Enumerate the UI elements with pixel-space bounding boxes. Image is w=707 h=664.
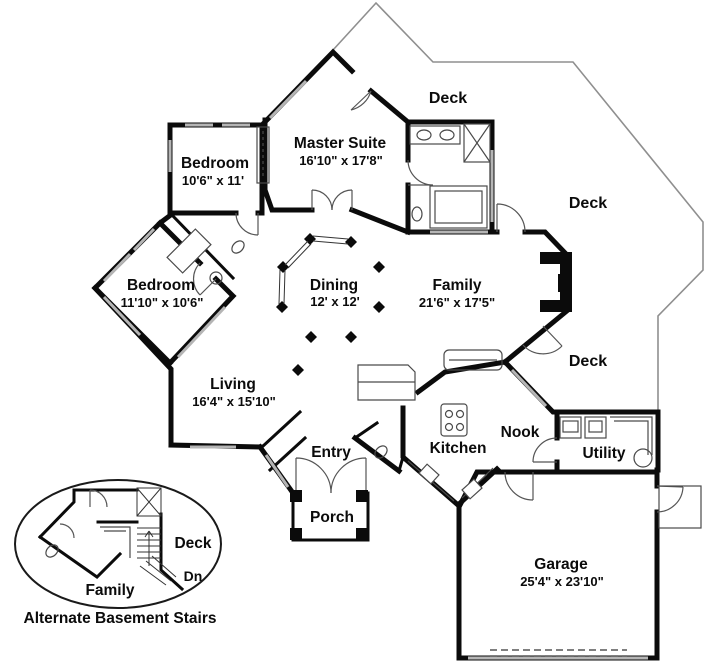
room-dims-master-suite: 16'10" x 17'8" <box>299 153 383 168</box>
room-label-master-suite: Master Suite <box>294 135 387 152</box>
room-dims-dining: 12' x 12' <box>310 294 360 309</box>
room-dims-garage: 25'4" x 23'10" <box>520 574 604 589</box>
deck-label-top: Deck <box>429 90 467 107</box>
porch-structure <box>290 490 370 542</box>
labels: Deck Deck Deck Master Suite 16'10" x 17'… <box>24 90 626 627</box>
fixtures <box>166 123 702 657</box>
dining-columns <box>276 233 385 376</box>
inset-deck-label: Deck <box>174 535 211 552</box>
room-label-bedroom-top: Bedroom <box>181 155 249 172</box>
room-label-entry: Entry <box>311 444 351 461</box>
window-marks <box>102 79 648 660</box>
deck-outline <box>332 1 704 412</box>
room-label-living: Living <box>210 376 256 393</box>
inset-family-label: Family <box>85 582 134 599</box>
deck-label-upper-right: Deck <box>569 195 607 212</box>
room-label-bedroom-left: Bedroom <box>127 277 195 294</box>
door-swings <box>193 90 684 513</box>
deck-label-middle-right: Deck <box>569 353 607 370</box>
room-label-utility: Utility <box>582 445 625 462</box>
basement-stairs-inset <box>14 479 222 609</box>
room-dims-living: 16'4" x 15'10" <box>192 394 276 409</box>
room-dims-bedroom-top: 10'6" x 11' <box>182 173 244 188</box>
inset-caption: Alternate Basement Stairs <box>24 610 217 627</box>
room-label-dining: Dining <box>310 277 358 294</box>
room-label-garage: Garage <box>534 556 588 573</box>
room-label-porch: Porch <box>310 509 354 526</box>
room-label-family: Family <box>432 277 481 294</box>
room-label-nook: Nook <box>501 424 540 441</box>
room-dims-family: 21'6" x 17'5" <box>419 295 495 310</box>
inset-down-label: Dn <box>184 568 203 584</box>
fireplace <box>540 252 572 312</box>
room-dims-bedroom-left: 11'10" x 10'6" <box>121 295 204 310</box>
room-label-kitchen: Kitchen <box>430 440 487 457</box>
